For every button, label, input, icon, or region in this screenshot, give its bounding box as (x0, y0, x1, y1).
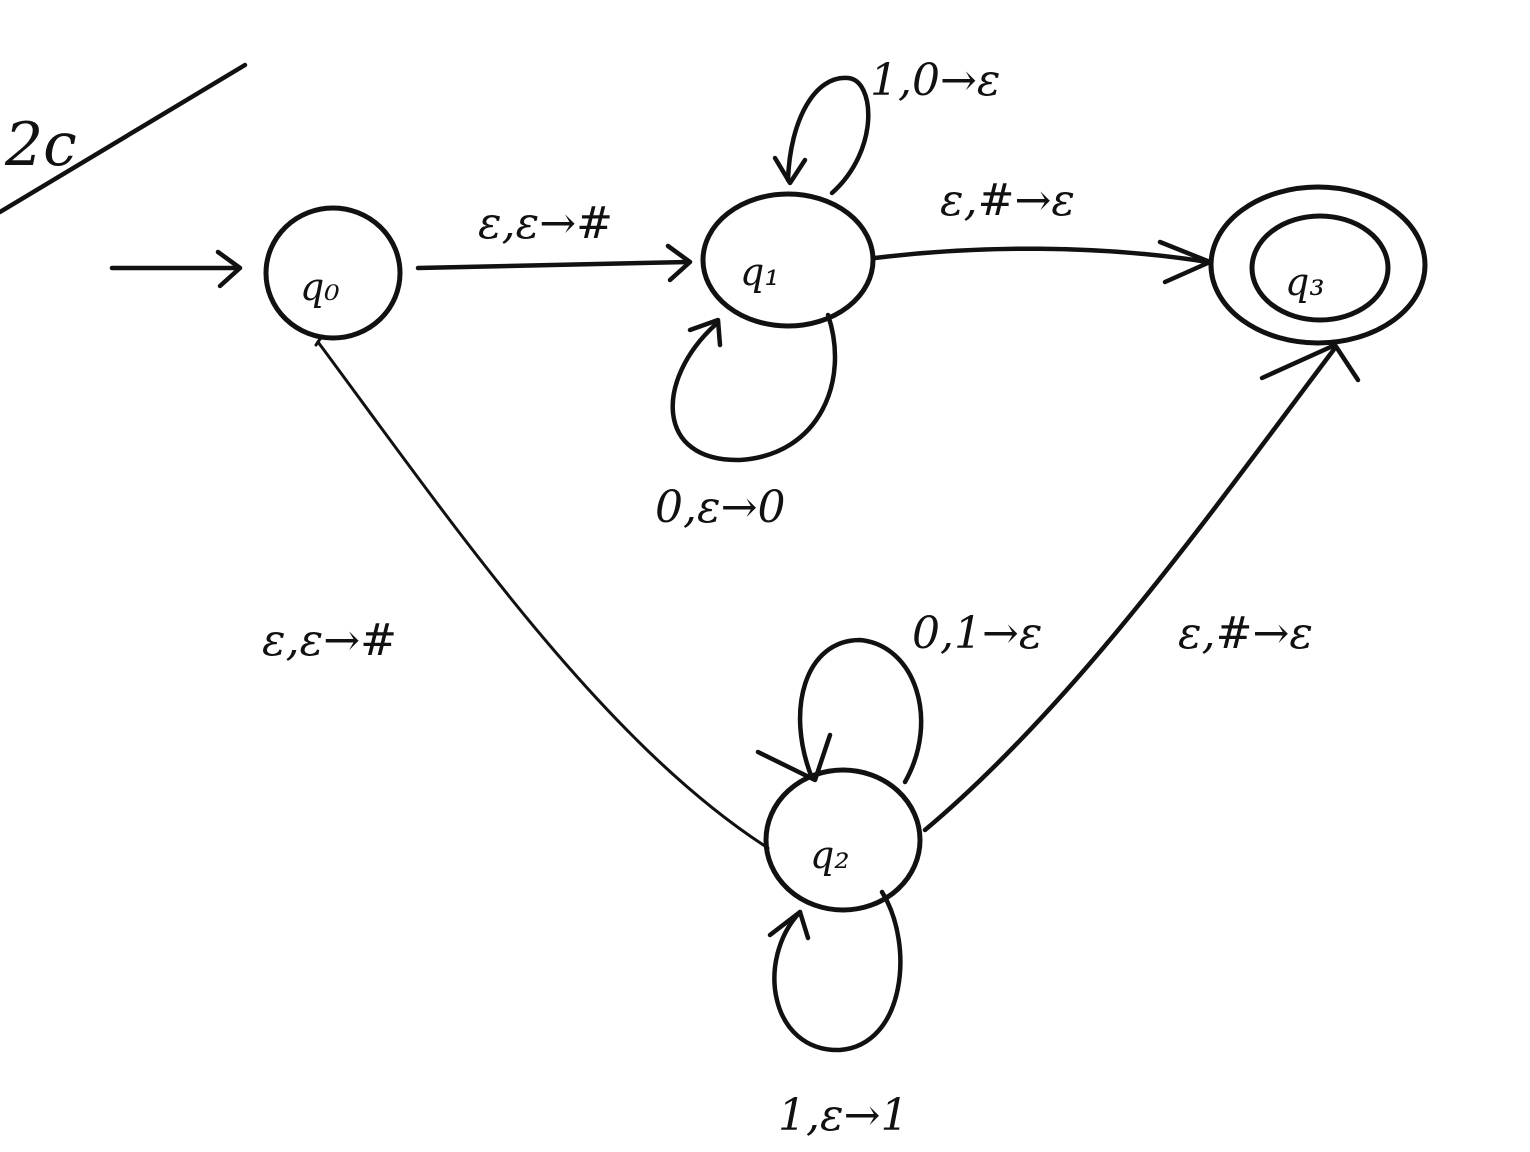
state-q2: q₂ (763, 767, 923, 913)
edge-q2-self-top-label: 0,1→ε (912, 608, 1042, 659)
edge-q1-q3: ε,#→ε (872, 175, 1213, 285)
start-arrow (109, 249, 243, 289)
corner-label: 2c (4, 110, 77, 180)
state-q1-label: q₁ (740, 250, 780, 294)
state-q0-label: q₀ (300, 265, 340, 309)
edge-q1-self-top-label: 1,0→ε (870, 55, 1000, 106)
corner-slash-line (0, 62, 248, 215)
edge-q2-self-bottom: 1,ε→1 (767, 889, 908, 1141)
edge-q0-q1-label: ε,ε→# (478, 198, 613, 249)
edge-q2-q3: ε,#→ε (922, 342, 1361, 833)
edge-q2-self-top: 0,1→ε (755, 608, 1042, 785)
edge-q0-q2-label: ε,ε→# (262, 615, 397, 666)
edge-q1-q3-label: ε,#→ε (940, 175, 1075, 226)
state-q3-accept: q₃ (1208, 184, 1428, 346)
edge-q1-self-bottom: 0,ε→0 (655, 312, 838, 533)
state-q2-label: q₂ (810, 833, 850, 877)
edge-q0-q1: ε,ε→# (415, 198, 693, 283)
state-q0: q₀ (263, 205, 403, 341)
state-q3-label: q₃ (1285, 260, 1325, 304)
edge-q0-q2: ε,ε→# (262, 334, 770, 850)
state-q1: q₁ (700, 191, 876, 329)
edge-q1-self-top: 1,0→ε (772, 55, 1000, 196)
edge-q2-self-bottom-label: 1,ε→1 (778, 1090, 908, 1141)
edge-q2-q3-label: ε,#→ε (1178, 608, 1313, 659)
edge-q1-self-bottom-label: 0,ε→0 (655, 482, 785, 533)
